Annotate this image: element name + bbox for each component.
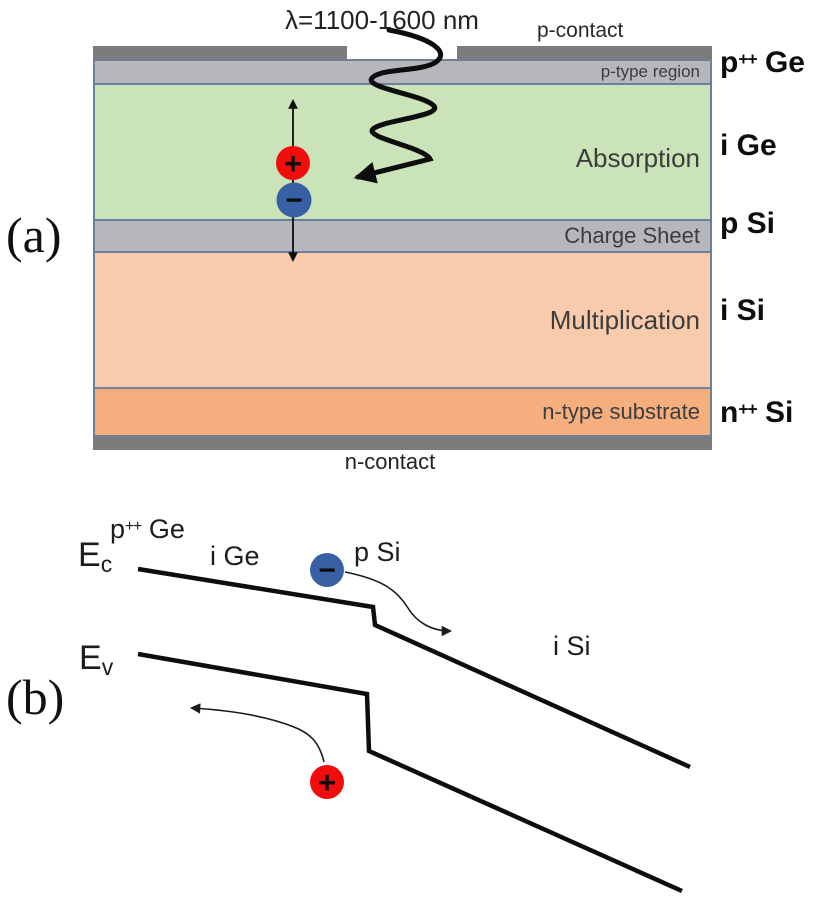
layer-absorption-label: Absorption: [575, 142, 700, 173]
electron-minus-glyph-b: −: [318, 554, 336, 587]
layer-p-type-region-label: p-type region: [600, 62, 700, 81]
region-label-i-ge: i Ge: [210, 541, 260, 571]
panel-a-label: (a): [6, 207, 62, 263]
region-label-p-ge-sup: ++: [125, 518, 142, 536]
layer-charge-sheet: Charge Sheet: [95, 221, 710, 253]
electron-motion-arrow: [344, 571, 453, 637]
material-label-n-si-rest: Si: [756, 396, 794, 429]
material-label-n-si-base: n: [720, 396, 739, 429]
layer-n-type-substrate-label: n-type substrate: [542, 399, 700, 424]
material-label-p-si: p Si: [720, 207, 776, 240]
layer-multiplication-label: Multiplication: [549, 304, 700, 335]
material-label-i-si: i Si: [720, 294, 766, 327]
valence-band-label: Ev: [79, 639, 114, 680]
n-contact-bar: [93, 437, 712, 450]
hole-plus-glyph-b: +: [318, 765, 336, 800]
material-label-p-ge-rest: Ge: [756, 46, 805, 79]
layer-absorption: Absorption: [95, 85, 710, 221]
region-label-p-ge-rest: Ge: [141, 514, 185, 544]
valence-band-symbol: E: [79, 639, 102, 677]
region-label-p-ge-base: p: [110, 514, 126, 544]
layer-p-type-region: p-type region: [95, 61, 710, 85]
material-label-n-si: n++ Si: [720, 396, 793, 430]
conduction-band-line: [137, 566, 691, 770]
region-label-p-si: p Si: [354, 537, 401, 567]
material-label-p-ge: p++ Ge: [720, 46, 805, 80]
panel-b-label: (b): [6, 669, 65, 725]
hole-motion-arrow: [189, 703, 325, 763]
layer-multiplication: Multiplication: [95, 253, 710, 389]
layer-stack: p-type region Absorption Charge Sheet Mu…: [93, 59, 712, 437]
layer-n-type-substrate: n-type substrate: [95, 389, 710, 435]
p-contact-bar-right: [457, 46, 712, 59]
valence-band-subscript: v: [101, 654, 114, 680]
layer-charge-sheet-label: Charge Sheet: [564, 223, 700, 248]
valence-band-line: [137, 651, 683, 894]
material-label-i-ge: i Ge: [720, 129, 777, 162]
material-label-n-si-sup: ++: [738, 398, 757, 419]
hole-carrier-b: +: [310, 765, 344, 800]
region-label-p-ge: p++ Ge: [110, 514, 185, 545]
region-label-i-si: i Si: [553, 631, 591, 661]
n-contact-label: n-contact: [344, 449, 436, 474]
electron-carrier-b: −: [310, 553, 344, 587]
conduction-band-subscript: c: [100, 551, 113, 577]
conduction-band-label: Ec: [78, 536, 113, 577]
conduction-band-symbol: E: [78, 536, 101, 574]
material-label-p-ge-base: p: [720, 46, 739, 79]
p-contact-bar-left: [93, 46, 347, 59]
material-label-p-ge-sup: ++: [738, 48, 757, 69]
photon-wavelength-label: λ=1100-1600 nm: [285, 5, 479, 35]
p-contact-label: p-contact: [537, 19, 624, 42]
